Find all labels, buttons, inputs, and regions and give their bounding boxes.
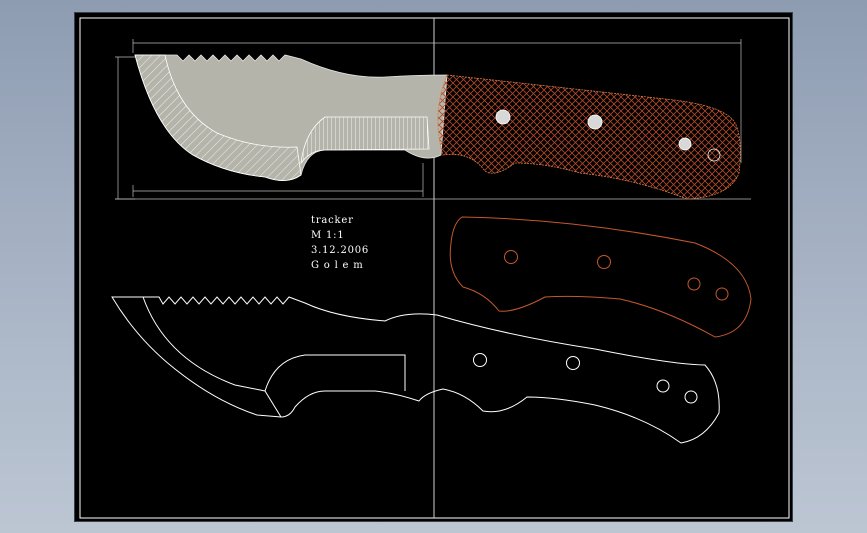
handle-grip (437, 74, 741, 200)
drawing-name: tracker (311, 215, 354, 226)
handle-outline-copy (449, 216, 752, 338)
rivet-hole-icon (656, 379, 670, 393)
rivet-icon (495, 109, 511, 125)
rivet-hole-icon (473, 353, 487, 367)
title-block: tracker M 1:1 3.12.2006 G o l e m (311, 213, 369, 273)
outline-profile (111, 296, 720, 444)
rivet-hole-icon (687, 277, 701, 291)
drawing-scale: M 1:1 (311, 230, 345, 241)
rivet-icon (678, 137, 692, 151)
knife-rendered-top (134, 54, 741, 200)
blade-bevel-hatch (134, 54, 302, 181)
knife-drawing (79, 17, 790, 519)
rivet-icons (495, 109, 721, 162)
rivet-hole-icon (715, 287, 729, 301)
rivet-hole-icon (684, 390, 698, 404)
outline-bevel (142, 296, 282, 418)
knife-outline-bottom (111, 296, 720, 444)
dimension-lines (115, 39, 751, 200)
drawing-author: G o l e m (311, 260, 364, 271)
spine-hatch (300, 116, 430, 165)
outline-spine (264, 354, 406, 392)
drawing-date: 3.12.2006 (311, 245, 370, 256)
rivet-hole-icon (597, 255, 611, 269)
rivet-hole-icon (566, 356, 580, 370)
rivet-hole-icon (504, 250, 518, 264)
cad-viewport[interactable]: tracker M 1:1 3.12.2006 G o l e m (74, 12, 793, 522)
rivet-icon (587, 114, 603, 130)
rivet-icon (707, 148, 721, 162)
